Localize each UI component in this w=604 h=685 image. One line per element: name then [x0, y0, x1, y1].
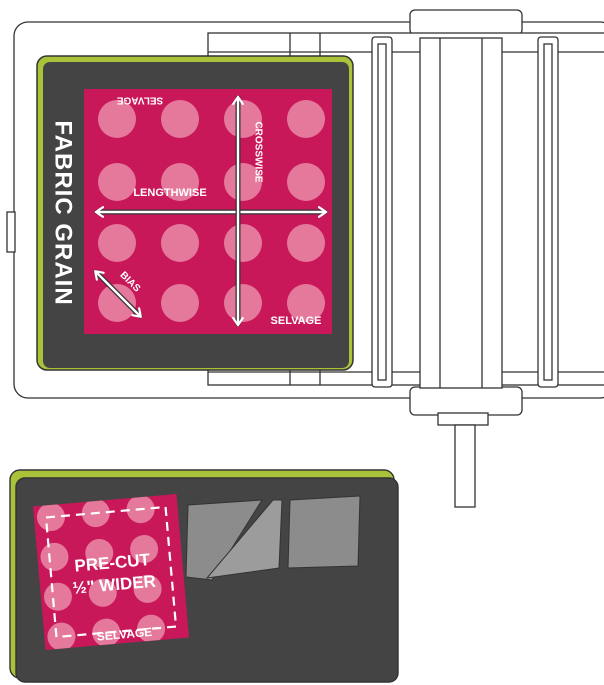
selvage-top-label: SELVAGE [117, 94, 164, 105]
selvage-bottom-label: SELVAGE [271, 315, 322, 327]
cut-piece-1 [185, 499, 263, 581]
lengthwise-label: LENGTHWISE [133, 187, 206, 199]
roller-center [419, 37, 503, 389]
shaft-collar [437, 412, 489, 426]
roller-left [371, 36, 393, 388]
precut-swatch: PRE-CUT ½" WIDER SELVAGE [32, 493, 190, 651]
grain-arrows [93, 95, 328, 327]
swatch-selvage-label: SELVAGE [96, 625, 153, 644]
side-tab [6, 211, 16, 253]
swatch-dots [36, 495, 166, 651]
cut-piece-2 [205, 499, 283, 579]
bias-arrow [94, 270, 142, 318]
shaft [454, 424, 476, 508]
cut-piece-3 [287, 495, 361, 569]
top-knob [409, 9, 523, 36]
roller-right [537, 36, 559, 388]
bottom-knob [409, 386, 523, 416]
diagram-title: FABRIC GRAIN [50, 120, 77, 305]
crosswise-label: CROSSWISE [252, 121, 263, 182]
